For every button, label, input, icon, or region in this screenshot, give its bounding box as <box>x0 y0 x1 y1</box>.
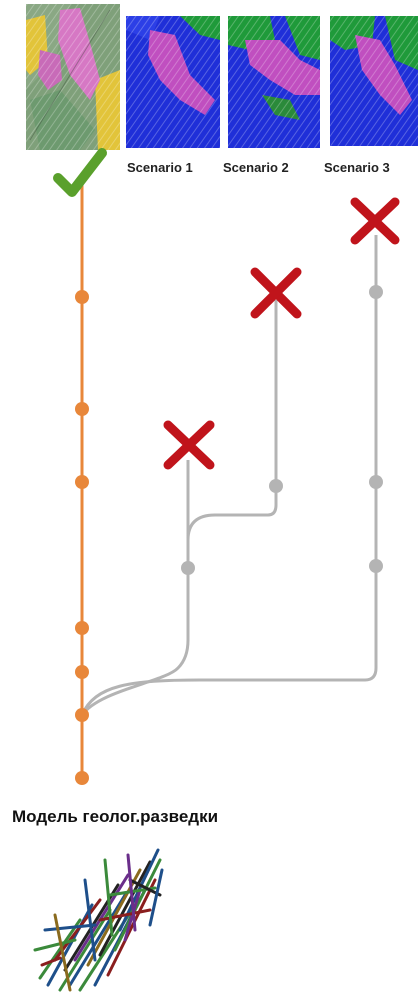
scenario-2-thumbnail <box>228 16 320 148</box>
exploration-model-figure <box>33 848 164 992</box>
rejected-branch-node <box>181 561 195 575</box>
cross-icon <box>163 420 215 470</box>
scenario-1-label: Scenario 1 <box>127 160 193 175</box>
scenario-3-label: Scenario 3 <box>324 160 390 175</box>
rejected-branch-node <box>369 559 383 573</box>
branch-connector-scenario-1 <box>80 460 190 716</box>
chosen-branch-node <box>75 621 89 635</box>
cross-icon <box>250 267 302 319</box>
checkmark-icon <box>53 148 107 197</box>
scenario-3-thumbnail <box>330 16 418 146</box>
rejected-branch-node <box>269 479 283 493</box>
rejected-branch-node <box>369 475 383 489</box>
chosen-branch-node <box>75 771 89 785</box>
chosen-branch-node <box>75 708 89 722</box>
chosen-branch-node <box>75 402 89 416</box>
branch-connector-scenario-3 <box>80 235 378 716</box>
chosen-branch-node <box>75 290 89 304</box>
scenario-1-thumbnail <box>126 16 220 148</box>
cross-icon <box>350 197 400 245</box>
model-label: Модель геолог.разведки <box>12 807 218 826</box>
branch-connector-scenario-2 <box>186 300 278 560</box>
scenario-2-label: Scenario 2 <box>223 160 289 175</box>
chosen-branch-node <box>75 665 89 679</box>
geology-map-thumbnail <box>26 4 120 150</box>
chosen-branch-node <box>75 475 89 489</box>
rejected-branch-node <box>369 285 383 299</box>
